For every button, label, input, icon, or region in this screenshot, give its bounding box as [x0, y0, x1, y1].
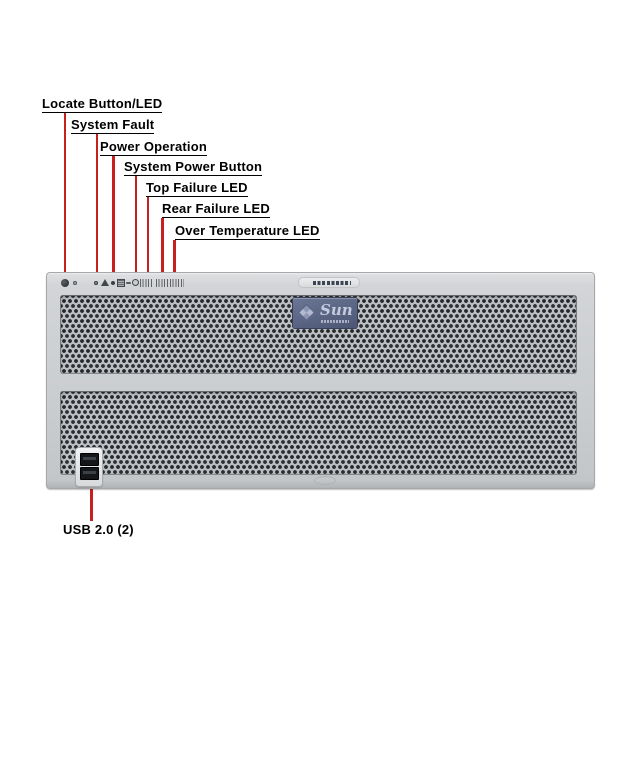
server-chassis-front: Sun — [46, 272, 595, 489]
callout-text: Locate Button/LED — [42, 96, 163, 113]
power-operation-led-icon — [111, 281, 115, 285]
model-nameplate — [298, 277, 360, 288]
callout-text: Top Failure LED — [146, 180, 248, 197]
callout-line-top-failure-led — [146, 197, 150, 272]
locate-button-led-icon — [61, 279, 69, 287]
sun-badge-text: Sun — [320, 301, 353, 319]
callout-text: Rear Failure LED — [162, 201, 270, 218]
callout-label-power-operation: Power Operation — [100, 139, 208, 156]
callout-line-over-temperature-led — [173, 240, 176, 272]
sun-badge-subtext — [321, 320, 349, 323]
callout-text: System Fault — [71, 117, 155, 134]
fault-warning-triangle-icon — [101, 279, 109, 286]
system-fault-led-icon — [94, 281, 98, 285]
embossed-emblem-icon — [314, 476, 336, 485]
callout-text: Over Temperature LED — [175, 223, 320, 240]
usb-ports — [76, 448, 102, 486]
callout-line-rear-failure-led — [161, 218, 164, 272]
usb-port-1 — [80, 453, 99, 466]
callout-line-system-fault — [95, 134, 99, 272]
callout-label-system-power-button: System Power Button — [124, 159, 263, 176]
sun-diamond-icon — [297, 303, 316, 322]
callout-label-usb-ports: USB 2.0 (2) — [63, 522, 134, 537]
callout-label-over-temperature-led: Over Temperature LED — [175, 224, 320, 240]
callout-label-rear-failure-led: Rear Failure LED — [162, 202, 270, 218]
callout-text: Power Operation — [100, 139, 208, 156]
locate-led-icon — [73, 281, 77, 285]
rear-failure-led-icon — [156, 279, 168, 287]
over-temperature-led-icon — [170, 279, 184, 287]
system-power-button-icon — [132, 279, 139, 286]
callout-label-system-fault: System Fault — [71, 117, 155, 134]
top-failure-led-icon — [140, 279, 153, 287]
callout-line-usb-ports — [90, 487, 93, 521]
standby-symbol-icon — [126, 282, 131, 284]
callout-line-system-power-button — [134, 176, 138, 272]
callout-text: System Power Button — [124, 159, 263, 176]
sun-logo-badge: Sun — [293, 298, 357, 328]
callout-label-locate-button-led: Locate Button/LED — [42, 96, 163, 113]
usb-port-2 — [80, 467, 99, 480]
power-ok-icon — [117, 279, 125, 287]
callout-label-top-failure-led: Top Failure LED — [146, 181, 248, 197]
lower-vent-grille — [60, 391, 577, 475]
callout-line-power-operation — [112, 156, 115, 272]
callout-line-locate-button-led — [63, 113, 67, 272]
